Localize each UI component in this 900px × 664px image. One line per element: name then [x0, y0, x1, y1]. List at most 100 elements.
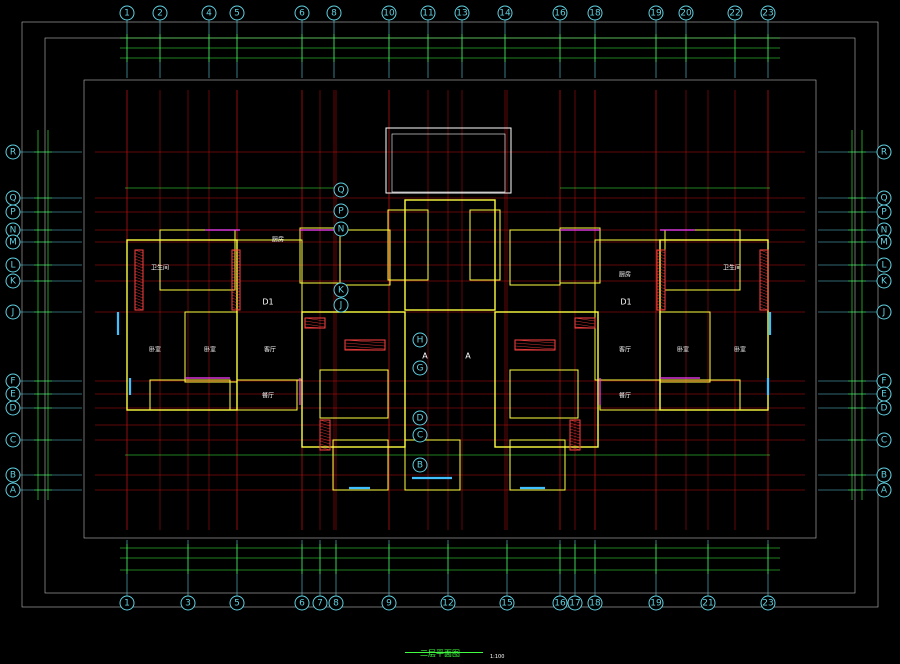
axis-bubble-label: M — [9, 238, 17, 248]
axis-bubble-circle — [587, 595, 603, 611]
axis-bubble-circle — [333, 282, 349, 298]
hatch-stroke — [231, 288, 241, 293]
hatched-column — [759, 249, 769, 311]
axis-bubble-label: C — [881, 436, 887, 446]
hatch-stroke — [231, 276, 241, 281]
axis-bubble-circle — [152, 5, 168, 21]
axis-bubble-circle — [119, 595, 135, 611]
axis-bubble-circle — [5, 204, 21, 220]
axis-bubble-bottom-18: 18 — [587, 595, 603, 611]
axis-bubble-right-A: A — [876, 482, 892, 498]
axis-bubble-label: 17 — [569, 599, 580, 609]
axis-bubble-inner-J: J — [333, 297, 349, 313]
axis-bubble-circle — [333, 182, 349, 198]
hatch-stroke — [304, 326, 326, 329]
hatch-stroke — [134, 306, 144, 311]
hatch-stroke — [319, 431, 331, 436]
axis-bubble-label: N — [338, 225, 345, 235]
axis-bubble-bottom-21: 21 — [700, 595, 716, 611]
axis-bubble-right-E: E — [876, 386, 892, 402]
hatch-stroke — [231, 297, 241, 302]
axis-bubble-label: 3 — [185, 599, 191, 609]
hatched-column — [514, 339, 556, 351]
hatch-stroke — [304, 317, 326, 322]
hatch-stroke — [134, 273, 144, 278]
axis-bubble-left-E: E — [5, 386, 21, 402]
drawing-scale: 1:100 — [490, 643, 504, 662]
axis-bubble-circle — [333, 203, 349, 219]
axis-bubble-circle — [201, 5, 217, 21]
hatched-column — [231, 249, 241, 311]
hatch-stroke — [134, 291, 144, 296]
hatch-stroke — [231, 279, 241, 284]
axis-bubble-bottom-19: 19 — [648, 595, 664, 611]
axis-bubble-circle — [412, 332, 428, 348]
outer-frame-3 — [83, 79, 817, 539]
axis-bubble-inner-D: D — [412, 410, 428, 426]
hatch-stroke — [231, 255, 241, 260]
hatch-stroke — [569, 428, 581, 433]
axis-bubble-circle — [229, 5, 245, 21]
hatch-stroke — [304, 323, 326, 328]
hatch-stroke — [569, 440, 581, 445]
axis-bubble-label: 21 — [702, 599, 713, 609]
axis-bubble-bottom-8: 8 — [328, 595, 344, 611]
hatch-stroke — [231, 264, 241, 269]
axis-bubble-circle — [876, 257, 892, 273]
hatch-stroke — [231, 270, 241, 275]
axis-bubble-right-Q: Q — [876, 190, 892, 206]
hatch-stroke — [656, 300, 666, 305]
axis-bubble-circle — [412, 427, 428, 443]
hatch-stroke — [759, 267, 769, 272]
axis-bubble-circle — [760, 595, 776, 611]
axis-bubble-left-R: R — [5, 144, 21, 160]
axis-bubble-circle — [454, 5, 470, 21]
hatch-stroke — [656, 288, 666, 293]
hatch-stroke — [656, 273, 666, 278]
axis-bubble-label: 4 — [206, 9, 212, 19]
axis-bubble-circle — [876, 467, 892, 483]
axis-bubble-top-14: 14 — [497, 5, 513, 21]
axis-bubble-circle — [760, 5, 776, 21]
axis-bubble-label: 7 — [317, 599, 323, 609]
hatch-stroke — [656, 282, 666, 287]
unit-label-center-right: A — [465, 352, 471, 361]
hatch-stroke — [759, 249, 769, 254]
axis-bubble-circle — [876, 234, 892, 250]
axis-bubble-label: A — [10, 486, 17, 496]
axis-bubble-label: 12 — [442, 599, 453, 609]
axis-bubble-label: P — [10, 208, 16, 218]
axis-bubble-circle — [328, 595, 344, 611]
axis-bubble-label: R — [10, 148, 16, 158]
hatch-stroke — [344, 339, 386, 344]
axis-bubble-label: 6 — [299, 9, 305, 19]
axis-bubble-circle — [499, 595, 515, 611]
axis-bubble-circle — [567, 595, 583, 611]
room-label: 客厅 — [264, 346, 276, 354]
hatch-stroke — [569, 419, 581, 424]
axis-bubble-circle — [412, 457, 428, 473]
hatch-stroke — [134, 276, 144, 281]
axis-bubble-bottom-7: 7 — [312, 595, 328, 611]
hatch-stroke — [319, 437, 331, 442]
axis-bubble-label: F — [10, 377, 15, 387]
hatch-stroke — [319, 440, 331, 445]
axis-bubble-label: Q — [9, 194, 16, 204]
hatch-stroke — [231, 252, 241, 257]
axis-bubble-circle — [876, 144, 892, 160]
axis-bubble-bottom-16: 16 — [552, 595, 568, 611]
hatch-stroke — [134, 279, 144, 284]
axis-bubble-label: 23 — [762, 599, 773, 609]
axis-bubble-circle — [294, 595, 310, 611]
axis-bubble-circle — [412, 410, 428, 426]
axis-bubble-label: 2 — [157, 9, 163, 19]
axis-bubble-label: 11 — [422, 9, 433, 19]
hatch-stroke — [759, 276, 769, 281]
axis-bubble-label: 5 — [234, 599, 240, 609]
axis-bubble-bottom-15: 15 — [499, 595, 515, 611]
hatch-stroke — [759, 252, 769, 257]
room-label: 卧室 — [204, 346, 216, 354]
hatch-stroke — [134, 300, 144, 305]
hatch-stroke — [569, 446, 581, 451]
hatch-stroke — [759, 291, 769, 296]
